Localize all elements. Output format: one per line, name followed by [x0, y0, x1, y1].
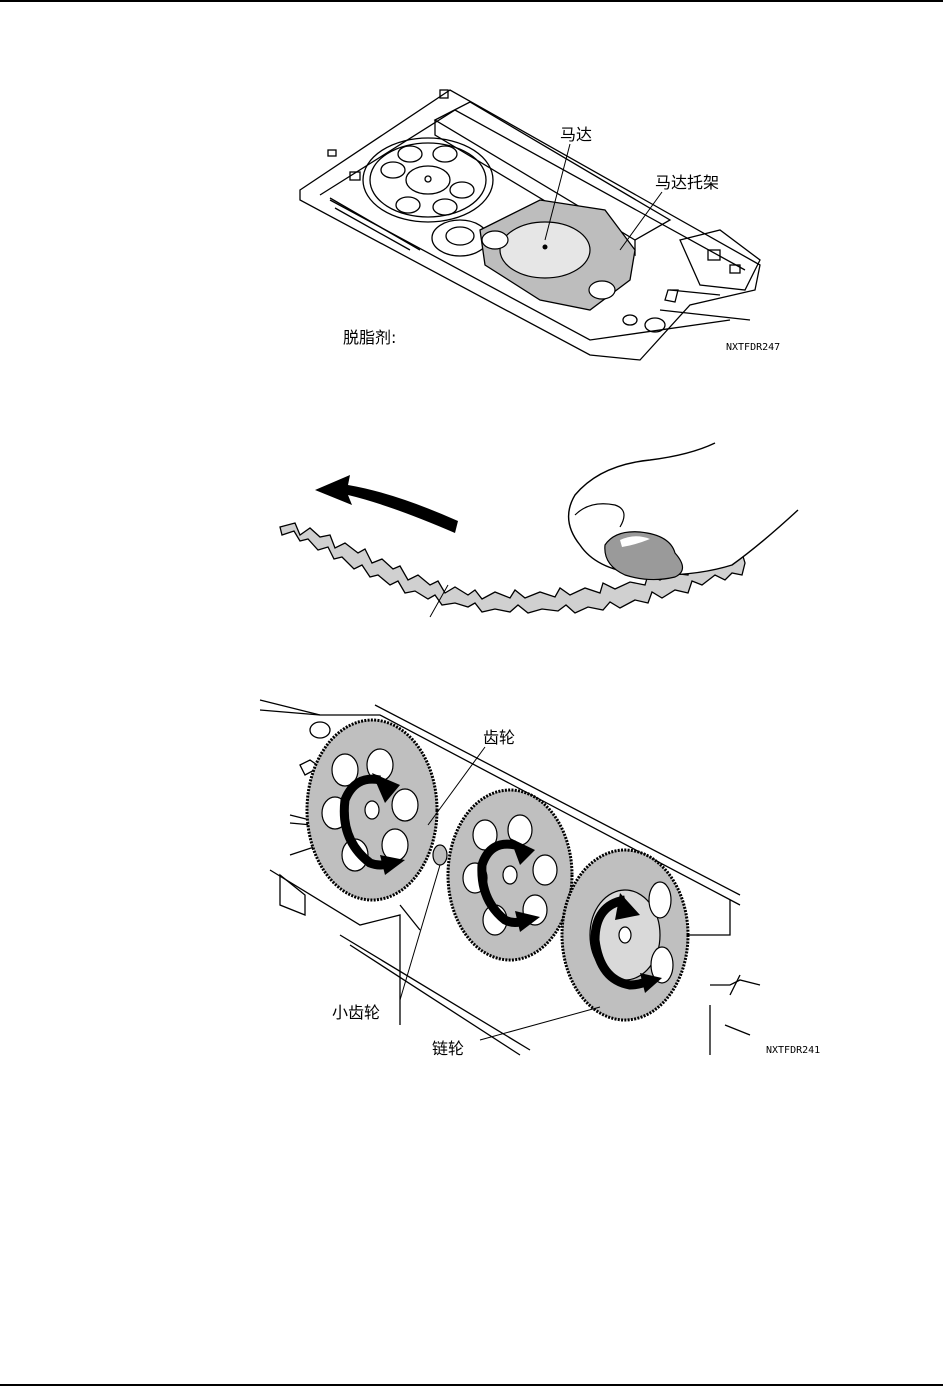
degreaser-label: 脱脂剂: — [343, 329, 396, 347]
bottom-rule — [0, 1384, 943, 1386]
figure-code-1: NXTFDR247 — [726, 342, 780, 354]
motor-bracket-label: 马达托架 — [655, 174, 719, 192]
sprocket-label: 链轮 — [432, 1040, 464, 1058]
gear-label: 齿轮 — [483, 729, 515, 747]
top-rule — [0, 0, 943, 2]
motor-label: 马达 — [560, 126, 592, 144]
figure-motor-assembly — [290, 80, 790, 370]
small-gear-label: 小齿轮 — [332, 1004, 380, 1022]
figure-code-3: NXTFDR241 — [766, 1045, 820, 1057]
figure-grease-application — [270, 435, 760, 625]
finger — [569, 443, 798, 575]
